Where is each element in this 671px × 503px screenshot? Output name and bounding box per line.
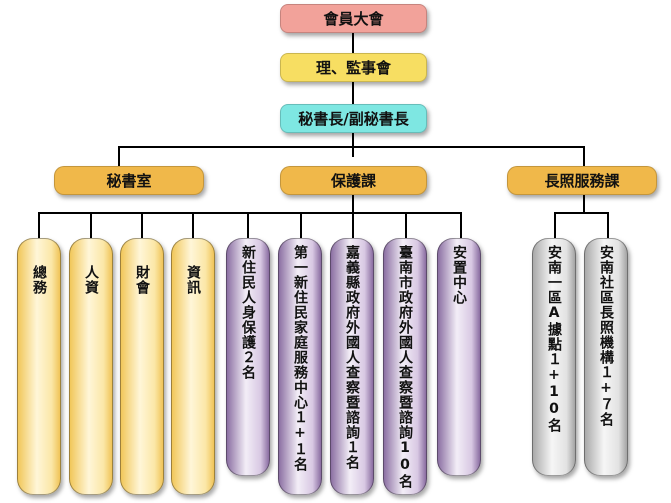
- drop-line: [90, 212, 92, 238]
- drop-line: [141, 212, 143, 238]
- connector-dept-bar: [118, 146, 585, 148]
- drop-line: [554, 212, 556, 238]
- care-unit: 安南社區長照機構１+７名: [584, 238, 628, 476]
- unit-label: 嘉義縣政府外國人查察暨諮詢１名: [344, 245, 360, 470]
- drop-line: [247, 212, 249, 238]
- connector-secretariat: [118, 146, 120, 169]
- protection-unit: 第一新住民家庭服務中心１+１名: [278, 238, 322, 495]
- unit-label: 資訊: [185, 265, 201, 295]
- unit-label: 第一新住民家庭服務中心１+１名: [292, 245, 308, 472]
- secretariat-unit: 財會: [120, 238, 164, 495]
- protection-unit: 新住民人身保護２名: [226, 238, 270, 476]
- drop-line: [38, 212, 40, 238]
- dept-longterm-care: 長照服務課: [507, 166, 657, 195]
- drop-line: [300, 212, 302, 238]
- unit-label: 新住民人身保護２名: [240, 245, 256, 380]
- board-box: 理、監事會: [280, 53, 427, 82]
- connector-longterm: [583, 146, 585, 169]
- unit-label: 安南一區A據點１+10名: [546, 245, 562, 433]
- unit-label: 財會: [134, 265, 150, 295]
- protection-unit: 嘉義縣政府外國人查察暨諮詢１名: [330, 238, 374, 495]
- secretariat-unit: 人資: [69, 238, 113, 495]
- connector-left-bar: [38, 212, 462, 214]
- dept-protection-label: 保護課: [330, 172, 376, 190]
- unit-label: 臺南市政府外國人查察暨諮詢10名: [397, 245, 413, 489]
- secretariat-unit: 總務: [17, 238, 61, 495]
- connector-mid-down: [352, 194, 354, 212]
- unit-label: 人資: [83, 265, 99, 295]
- drop-line: [352, 212, 354, 238]
- dept-secretariat: 秘書室: [54, 166, 204, 195]
- care-unit: 安南一區A據點１+10名: [532, 238, 576, 476]
- drop-line: [460, 212, 462, 238]
- unit-label: 安置中心: [451, 245, 467, 305]
- unit-label: 安南社區長照機構１+７名: [598, 245, 614, 427]
- connector-right-down: [583, 194, 585, 212]
- dept-protection: 保護課: [280, 166, 427, 195]
- board-label: 理、監事會: [315, 59, 391, 77]
- unit-label: 總務: [31, 265, 47, 295]
- drop-line: [607, 212, 609, 238]
- drop-line: [192, 212, 194, 238]
- drop-line: [405, 212, 407, 238]
- general-assembly-label: 會員大會: [323, 10, 384, 28]
- secretary-general-label: 秘書長/副秘書長: [298, 110, 409, 128]
- protection-unit: 安置中心: [437, 238, 481, 476]
- connector-top: [352, 30, 354, 157]
- protection-unit: 臺南市政府外國人查察暨諮詢10名: [383, 238, 427, 495]
- secretariat-unit: 資訊: [171, 238, 215, 495]
- connector-right-bar: [554, 212, 609, 214]
- secretary-general-box: 秘書長/副秘書長: [280, 104, 427, 133]
- dept-longterm-care-label: 長照服務課: [544, 172, 620, 190]
- general-assembly-box: 會員大會: [280, 4, 427, 33]
- dept-secretariat-label: 秘書室: [106, 172, 152, 190]
